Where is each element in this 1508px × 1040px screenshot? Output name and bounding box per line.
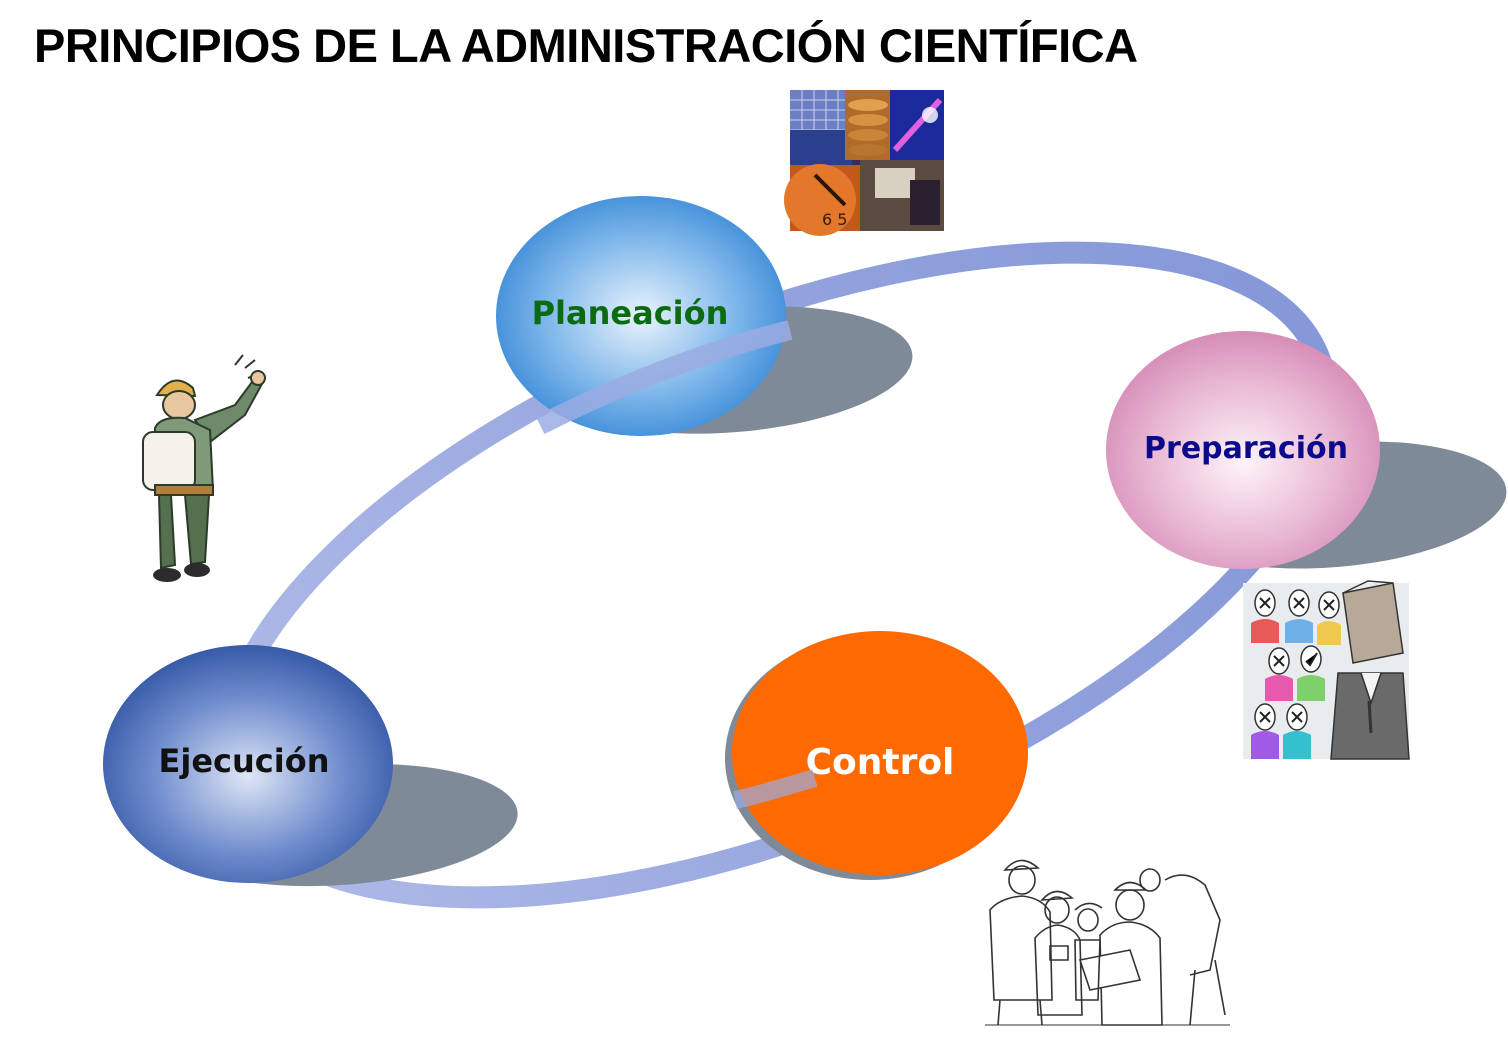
cycle-ring [214,241,1338,909]
people-voting-icon [1243,580,1410,760]
node-label-preparacion: Preparación [1144,431,1348,466]
svg-text:6 5: 6 5 [822,210,847,229]
worker-pointing-icon [142,354,266,582]
node-control: Control [732,631,1028,875]
ring-front-segment [535,320,793,434]
page-title: PRINCIPIOS DE LA ADMINISTRACIÓN CIENTÍFI… [34,19,1138,72]
finance-collage-icon: 6 5 [784,90,944,236]
node-planeacion: Planeación [496,196,786,436]
node-preparacion: Preparación [1106,331,1380,569]
node-ejecucion: Ejecución [103,645,393,883]
workers-sketch-icon [985,859,1230,1026]
ring-front-segment-lower [733,769,818,809]
node-label-ejecucion: Ejecución [159,742,330,780]
node-label-control: Control [806,742,955,783]
node-label-planeacion: Planeación [532,294,729,332]
